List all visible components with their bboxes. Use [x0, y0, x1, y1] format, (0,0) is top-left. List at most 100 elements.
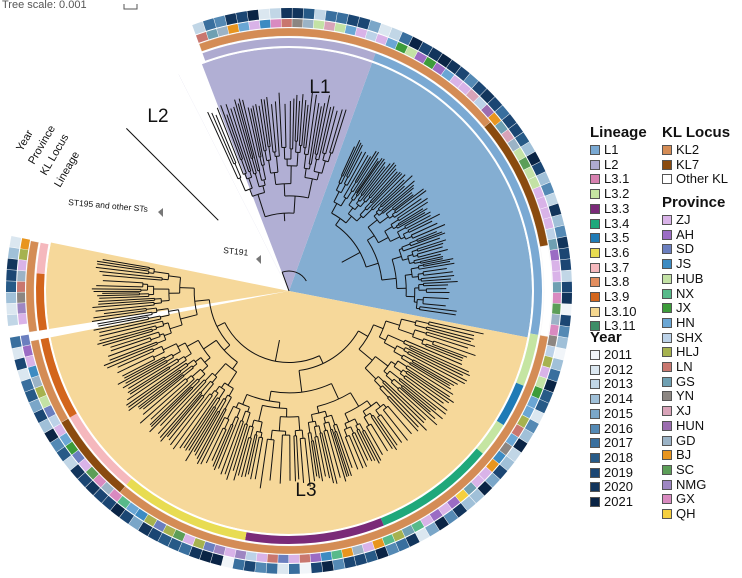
province-ring-segment: [203, 541, 216, 553]
lineage-ring-segment: [126, 478, 247, 541]
province-ring-segment: [22, 344, 33, 357]
province-ring-segment: [522, 405, 535, 419]
province-ring-segment: [313, 20, 325, 30]
province-ring-segment: [552, 281, 561, 293]
province-ring-segment: [270, 19, 282, 28]
year-ring-segment: [521, 141, 536, 157]
legend-item-lineage: L3.2: [590, 187, 629, 201]
year-ring-segment: [119, 509, 134, 524]
province-ring-segment: [517, 414, 530, 428]
year-ring-segment: [506, 447, 522, 462]
legend-label: HUB: [676, 270, 704, 286]
year-ring-segment: [210, 553, 224, 566]
province-ring-segment: [59, 432, 72, 446]
province-ring-segment: [20, 238, 31, 250]
province-ring-segment: [540, 206, 551, 220]
legend-item-province: AH: [662, 226, 695, 242]
year-ring-segment: [443, 509, 459, 525]
year-ring-segment: [434, 516, 449, 531]
year-ring-segment: [192, 21, 206, 35]
year-ring-segment: [6, 269, 17, 281]
year-ring-segment: [247, 9, 260, 21]
tree-scale-label: Tree scale: 0.001: [2, 0, 87, 11]
province-ring-segment: [486, 458, 499, 472]
legend-label: 2015: [604, 405, 633, 421]
legend-item-year: 2020: [590, 480, 633, 494]
province-ring-segment: [382, 534, 395, 546]
province-ring-segment: [411, 520, 425, 533]
province-ring-segment: [401, 525, 415, 537]
legend-item-province: NMG: [662, 477, 706, 492]
province-ring-segment: [18, 248, 29, 261]
province-ring-segment: [423, 56, 437, 70]
legend-swatch: [590, 452, 600, 463]
legend-item-province: XJ: [662, 404, 691, 418]
legend-item-province: HUN: [662, 418, 704, 433]
year-ring-segment: [367, 20, 382, 33]
tree-scale-bar: Tree scale: 0.001: [2, 0, 138, 11]
province-ring-segment: [548, 238, 558, 251]
year-ring-segment: [224, 13, 238, 26]
year-ring-segment: [314, 9, 326, 21]
legend-swatch: [662, 332, 672, 343]
year-ring-segment: [425, 522, 440, 537]
legend-item-province: HLJ: [662, 345, 699, 359]
year-ring-segment: [405, 533, 420, 547]
year-ring-segment: [378, 23, 392, 37]
legend-label: 2018: [604, 449, 633, 465]
year-ring-segment: [477, 480, 493, 496]
year-ring-segment: [255, 562, 267, 574]
legend-swatch: [590, 233, 600, 244]
legend-label: L3.5: [604, 230, 630, 246]
legend-item-lineage: L3.4: [590, 215, 630, 231]
year-ring-segment: [492, 464, 508, 480]
legend-swatch: [590, 364, 600, 375]
legend-item-year: 2012: [590, 362, 633, 377]
province-ring-segment: [78, 458, 92, 472]
legend-title-lineage: Lineage: [590, 124, 647, 141]
lineage-ring-segment: [245, 518, 384, 544]
year-ring-segment: [541, 182, 555, 196]
year-ring-segment: [415, 527, 430, 542]
legend-label: QH: [676, 506, 696, 521]
province-ring-segment: [172, 529, 186, 542]
legend-swatch: [590, 379, 600, 390]
province-ring-segment: [93, 474, 107, 488]
province-ring-segment: [481, 104, 494, 118]
legend-label: JS: [676, 256, 692, 272]
year-ring-segment: [17, 368, 31, 382]
legend-label: L3.10: [604, 303, 637, 319]
year-ring-segment: [44, 428, 59, 443]
year-ring-segment: [554, 225, 567, 238]
province-ring-segment: [289, 554, 300, 563]
legend-label: AH: [676, 226, 695, 242]
province-ring-segment: [550, 314, 560, 326]
year-ring-segment: [6, 258, 18, 271]
year-ring-segment: [535, 399, 549, 414]
province-ring-segment: [493, 450, 506, 464]
province-ring-segment: [310, 553, 322, 563]
year-ring-segment: [427, 47, 443, 62]
lineage-ring-segment: [372, 53, 543, 335]
sector-L3-upper: [46, 242, 289, 330]
legend-label: L3.6: [604, 244, 630, 260]
legend-item-lineage: L3.7: [590, 260, 629, 275]
province-ring-segment: [392, 529, 405, 542]
legend-swatch: [662, 435, 672, 446]
legend-swatch: [662, 259, 672, 270]
legend-item-lineage: L3.1: [590, 172, 629, 186]
year-ring-segment: [303, 8, 315, 20]
year-ring-segment: [29, 398, 43, 413]
legend-item-kl: KL2: [662, 143, 699, 157]
legend-item-province: SD: [662, 242, 694, 256]
legend-label: 2013: [604, 376, 633, 392]
legend-swatch: [662, 362, 672, 372]
legend-label: L3.4: [604, 215, 630, 231]
legend-item-year: 2016: [590, 421, 633, 436]
legend-swatch: [662, 244, 672, 255]
year-ring-segment: [235, 11, 249, 23]
province-ring-segment: [195, 32, 209, 43]
year-ring-segment: [530, 409, 545, 424]
year-ring-segment: [452, 503, 468, 518]
legend-item-year: 2013: [590, 377, 633, 391]
